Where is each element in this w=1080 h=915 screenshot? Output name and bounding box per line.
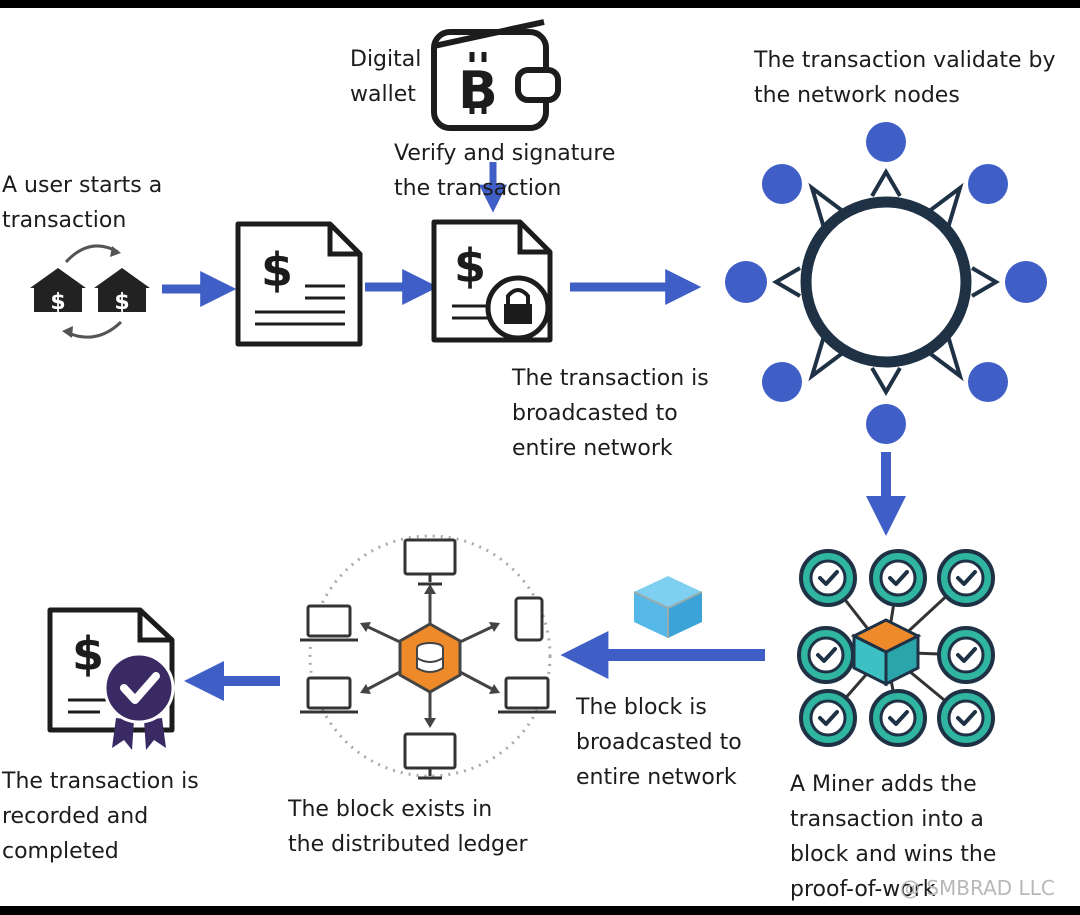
label-digital-wallet: Digital wallet	[350, 47, 422, 107]
label-user-starts: A user starts a transaction	[2, 173, 163, 233]
checkmark-icon	[120, 672, 160, 704]
signed-doc-dollar: $	[454, 239, 486, 293]
distributed-ledger-icon	[300, 534, 556, 780]
bitcoin-wallet-icon: B	[431, 19, 561, 131]
label-verify-signature: Verify and signature the transaction	[394, 141, 616, 201]
certificate-dollar: $	[72, 627, 104, 681]
block-cube-icon	[633, 576, 703, 638]
bitcoin-symbol: B	[458, 61, 498, 121]
miner-icon	[797, 549, 995, 747]
label-network-validate: The transaction validate by the network …	[754, 48, 1056, 108]
label-block-broadcasted: The block is broadcasted to entire netwo…	[576, 695, 742, 790]
bank-dollar-left: $	[50, 290, 65, 315]
bank-transfer-icon: $ $	[30, 244, 150, 339]
invoice-document-icon: $	[235, 221, 363, 347]
watermark: @ SMBRAD LLC	[900, 876, 1055, 900]
lock-icon	[504, 304, 532, 324]
certificate-document-icon: $	[47, 607, 175, 750]
invoice-dollar: $	[261, 243, 293, 297]
label-tx-recorded: The transaction is recorded and complete…	[2, 769, 199, 864]
bottom-border	[0, 906, 1080, 915]
top-border	[0, 0, 1080, 8]
signed-document-icon: $	[431, 219, 553, 343]
label-distributed-ledger: The block exists in the distributed ledg…	[288, 797, 528, 857]
label-miner-adds: A Miner adds the transaction into a bloc…	[790, 772, 997, 902]
network-nodes-icon	[725, 122, 1047, 444]
bank-dollar-right: $	[114, 290, 129, 315]
label-tx-broadcasted: The transaction is broadcasted to entire…	[512, 366, 709, 461]
